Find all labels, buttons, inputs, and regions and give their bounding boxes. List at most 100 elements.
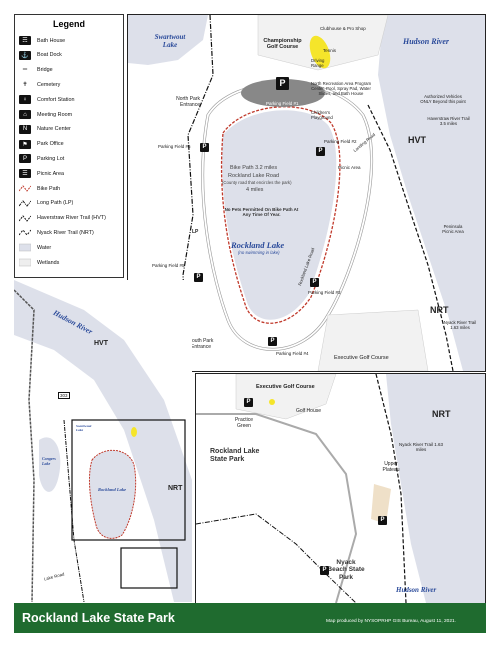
legend-item: P Parking Lot <box>19 153 64 164</box>
inset-road <box>196 413 358 603</box>
legend-item-label: Bridge <box>37 67 53 74</box>
north-park-entrance-label: North Park Entrance <box>176 96 200 108</box>
parking-icon-field-1: P <box>276 77 289 90</box>
inset-executive-golf-label: Executive Golf Course <box>256 384 315 390</box>
overview-nrt-label: NRT <box>168 485 183 492</box>
inset-upper-plateau <box>371 484 391 524</box>
legend-item: ═Bridge <box>19 65 53 76</box>
parking-field-2-label: Parking Field #2 <box>324 139 357 144</box>
inset-golf-house-label: Golf House <box>296 408 322 414</box>
footer-credit: Map produced by NYSOPRHP GIS Bureau, Aug… <box>326 619 456 624</box>
parking-icon-field-6: P <box>200 143 209 152</box>
inset-parking-icon-beach: P <box>320 566 329 575</box>
meeting-icon: ⌂ <box>19 110 31 119</box>
legend-item-label: Boat Dock <box>37 52 62 59</box>
parking-field-5-label: Parking Field #5 <box>152 263 185 268</box>
hudson-river-water <box>378 15 485 371</box>
hvt-line <box>19 214 31 223</box>
overview-congers-lake-water <box>39 437 61 492</box>
office-icon: ⚑ <box>19 139 31 149</box>
inset-hudson-river-water <box>386 374 485 603</box>
nature-center-icon: N <box>19 124 31 134</box>
clubhouse-label: Clubhouse & Pro Shop <box>320 26 366 31</box>
parking-icon-field-5: P <box>194 273 203 282</box>
inset-practice-green-label: Practice Green <box>234 417 254 429</box>
legend-item: Long Path (LP) <box>19 198 73 209</box>
footer-title: Rockland Lake State Park <box>22 611 175 625</box>
legend-item-label: Bike Path <box>37 185 61 192</box>
no-pets-label: No Pets Permitted On Bike Path At Any Ti… <box>224 207 299 218</box>
bike-path-line <box>19 184 31 193</box>
rockland-lake-water <box>222 110 337 320</box>
picnic-area-label: Picnic Area <box>338 165 361 170</box>
rockland-lake-road-label: Rockland Lake Road <box>228 173 280 179</box>
overview-hudson-river-water <box>14 280 192 602</box>
boat-icon: ⚓ <box>19 50 31 60</box>
hvt-label: HVT <box>408 135 426 145</box>
nyack-trail-miles-label: Nyack River Trail 1.63 miles <box>443 320 477 330</box>
legend-item-label: Nyack River Trail (NRT) <box>37 229 94 236</box>
legend-item: ⚑ Park Office <box>19 139 64 150</box>
overview-rockland-lake-label: Rockland Lake <box>98 487 127 492</box>
parking-field-3-label: Parking Field #3 <box>308 290 341 295</box>
parking-icon-field-4: P <box>268 337 277 346</box>
parking-field-1-label: Parking Field #1 <box>266 101 299 106</box>
executive-golf-label: Executive Golf Course <box>334 355 389 361</box>
swartwout-lake-water <box>128 15 208 65</box>
overview-long-path-trail <box>63 419 85 602</box>
championship-golf-label: Championship Golf Course <box>263 38 302 51</box>
overview-rockland-lake-water <box>89 450 136 539</box>
legend-item: Water <box>19 242 51 253</box>
shower-icon: ☴ <box>19 36 31 45</box>
inset-nrt-trail <box>375 374 407 603</box>
legend-item-label: Parking Lot <box>37 155 65 162</box>
inset-park-boundary <box>196 513 357 603</box>
hudson-river-label: Hudson River <box>403 37 450 46</box>
inset-practice-green <box>269 399 275 405</box>
legend-item-label: Water <box>37 244 52 251</box>
restroom-icon: ♀ <box>19 95 31 105</box>
nrt-label: NRT <box>430 305 449 315</box>
county-road-note-label: (County road that encircles the park) <box>222 180 292 185</box>
four-miles-label: 4 miles <box>246 187 264 193</box>
tennis-label: Tennis <box>323 48 337 53</box>
legend-item: Haverstraw River Trail (HVT) <box>19 213 106 224</box>
hudson-trail <box>367 104 454 371</box>
legend: Legend ☴Bath House⚓Boat Dock═Bridge✝Ceme… <box>14 14 124 278</box>
inset-parking-icon-lower: P <box>378 516 387 525</box>
main-map: Swartwout Lake Hudson River Championship… <box>127 14 486 372</box>
inset-nrt-label: NRT <box>432 409 451 419</box>
peninsula-picnic-label: Peninsula Picnic Area <box>442 224 464 234</box>
legend-item-label: Park Office <box>37 141 64 148</box>
legend-item-label: Wetlands <box>37 259 60 266</box>
parking-icon-field-2: P <box>316 147 325 156</box>
north-rec-area-label: North Recreation Area Program Center, Po… <box>310 81 372 96</box>
legend-item-label: Haverstraw River Trail (HVT) <box>37 215 106 222</box>
swartwout-lake-label: Swartwout Lake <box>154 33 186 49</box>
legend-item: ⌂Meeting Room <box>19 109 72 120</box>
legend-item-label: Nature Center <box>37 126 71 133</box>
inset-rockland-lake-state-park-label: Rockland Lake State Park <box>210 448 260 464</box>
parking-field-4-label: Parking Field #4 <box>276 351 309 356</box>
inset-map: Executive Golf Course Golf House Practic… <box>195 373 486 604</box>
rockland-lake-label: Rockland Lake <box>231 240 285 250</box>
legend-item: N Nature Center <box>19 124 71 135</box>
legend-title: Legend <box>52 19 85 29</box>
parking-icon: P <box>19 154 31 164</box>
overview-route-303-label: 303 <box>58 392 70 400</box>
overview-main-extent-box <box>71 419 186 541</box>
bike-path-label: Bike Path 3.2 miles <box>230 165 278 171</box>
childrens-playground-label: Children's Playground <box>311 110 333 120</box>
no-swimming-label: (no swimming in lake) <box>238 250 280 255</box>
overview-driving-range <box>131 427 137 437</box>
overview-map-graphics <box>14 280 192 602</box>
overview-swartwout-label: Swartwout Lake <box>76 424 92 432</box>
inset-executive-golf-area <box>235 374 337 420</box>
parking-field-1-lot <box>241 79 325 107</box>
legend-item-label: Long Path (LP) <box>37 200 74 207</box>
inset-nyack-beach-label: Nyack Beach State Park <box>327 559 365 581</box>
legend-item-label: Picnic Area <box>37 170 64 177</box>
legend-item: Bike Path <box>19 183 60 194</box>
long-path-line <box>19 199 31 208</box>
